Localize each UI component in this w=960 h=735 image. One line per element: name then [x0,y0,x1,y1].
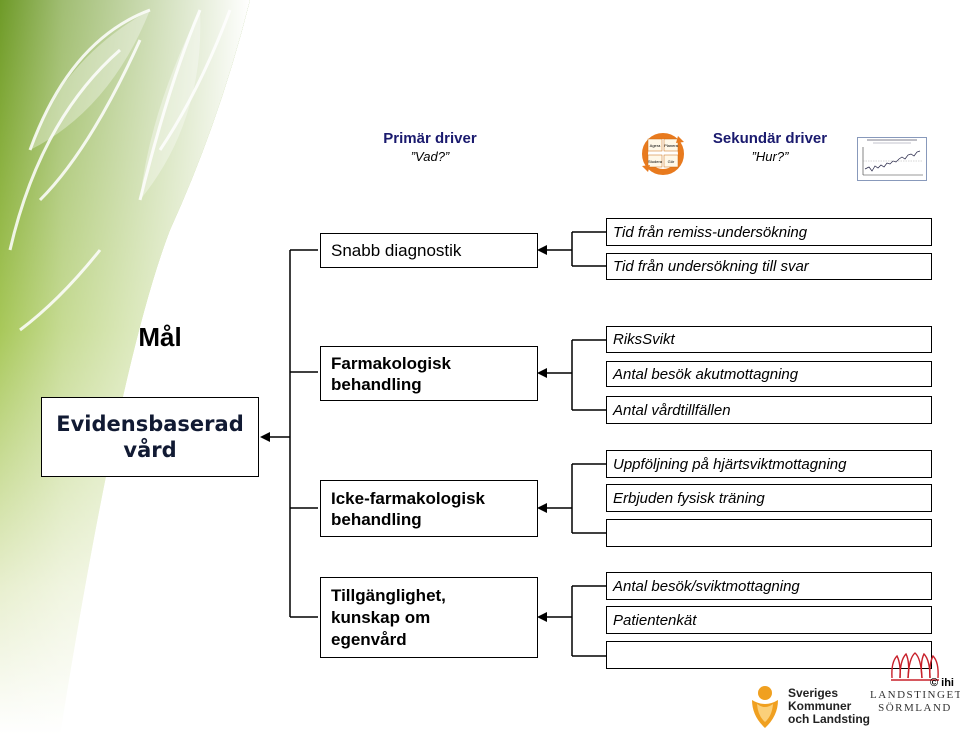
secondary-driver-2-3: Antal vårdtillfällen [606,396,932,424]
primary-driver-title: Primär driver [383,130,477,147]
secondary-driver-4-2-label: Patientenkät [613,611,697,629]
secondary-driver-4-3 [606,641,932,669]
goal-heading: Mål [138,322,182,352]
copyright-text: © ihi [930,677,954,689]
landstinget-crown-icon [891,652,939,681]
primary-driver-1-label: Snabb diagnostik [331,241,462,260]
secondary-driver-1-2: Tid från undersökning till svar [606,253,932,280]
secondary-driver-1-2-label: Tid från undersökning till svar [613,258,809,275]
secondary-driver-header: Sekundär driver ”Hur?” [695,130,845,166]
primary-driver-4-label: Tillgänglighet, kunskap om egenvård [331,585,446,649]
secondary-driver-4-1: Antal besök/sviktmottagning [606,572,932,600]
pdsa-label-act: Agera [650,143,661,148]
secondary-driver-3-1: Uppföljning på hjärtsviktmottagning [606,450,932,478]
pdsa-label-study: Studera [648,159,663,164]
primary-driver-1: Snabb diagnostik [320,233,538,268]
secondary-driver-2-2-label: Antal besök akutmottagning [613,365,799,383]
primary-driver-subtitle: ”Vad?” [410,149,450,164]
secondary-driver-title: Sekundär driver [712,130,828,147]
primary-driver-header: Primär driver ”Vad?” [360,130,500,166]
secondary-driver-1-1: Tid från remiss-undersökning [606,218,932,246]
skl-logo-text: Sveriges Kommuner och Landsting [788,687,870,726]
secondary-driver-2-3-label: Antal vårdtillfällen [613,401,731,419]
skl-line-2: Kommuner [788,699,852,713]
pdsa-label-plan: Planera [664,143,679,148]
secondary-driver-3-2: Erbjuden fysisk träning [606,484,932,512]
landstinget-line-1: LANDSTINGET [870,689,960,701]
primary-driver-2: Farmakologisk behandling [320,346,538,401]
goal-text: Evidensbaserad vård [56,412,244,462]
secondary-driver-2-2: Antal besök akutmottagning [606,361,932,387]
secondary-driver-subtitle: ”Hur?” [751,149,789,164]
pdsa-label-do: Gör [668,159,675,164]
skl-line-3: och Landsting [788,712,870,726]
landstinget-line-2: SÖRMLAND [878,702,952,714]
primary-driver-3: Icke-farmakologisk behandling [320,480,538,537]
primary-driver-4: Tillgänglighet, kunskap om egenvård [320,577,538,658]
goal-box: Evidensbaserad vård [41,397,259,477]
skl-logo-icon [752,686,778,728]
skl-line-1: Sveriges [788,686,839,700]
secondary-driver-3-1-label: Uppföljning på hjärtsviktmottagning [613,455,847,473]
secondary-driver-2-1-label: RiksSvikt [613,331,675,348]
primary-driver-3-label: Icke-farmakologisk behandling [331,488,486,529]
pdsa-cycle-icon: Agera Planera Studera Gör [642,133,684,175]
primary-driver-2-label: Farmakologisk behandling [331,353,451,394]
secondary-driver-2-1: RiksSvikt [606,326,932,353]
secondary-driver-1-1-label: Tid från remiss-undersökning [613,223,808,241]
secondary-driver-4-1-label: Antal besök/sviktmottagning [613,577,800,595]
run-chart-thumbnail [857,137,927,181]
secondary-driver-3-2-label: Erbjuden fysisk träning [613,489,765,507]
landstinget-logo-text: LANDSTINGET SÖRMLAND [870,689,960,715]
secondary-driver-4-2: Patientenkät [606,606,932,634]
secondary-driver-3-3 [606,519,932,547]
